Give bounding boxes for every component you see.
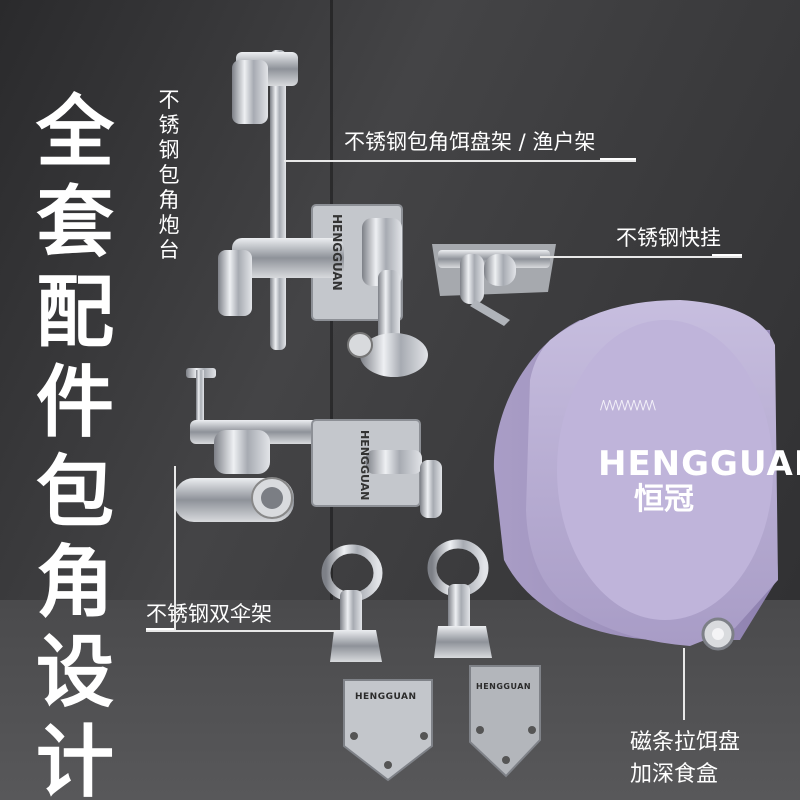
label-bait-box-line2: 加深食盒 bbox=[630, 762, 719, 787]
bait-box-zigzag-mark: /\/\/\/\/\/\/\/\/\ bbox=[600, 398, 656, 412]
umbrella-rack-right bbox=[427, 539, 541, 778]
wall-corner-edge bbox=[330, 0, 333, 800]
label-bait-tray-rack: 不锈钢包角饵盘架 / 渔户架 bbox=[344, 130, 596, 154]
bait-box-brand-name-cn: 恒冠 bbox=[634, 482, 694, 517]
bait-box-product bbox=[493, 300, 778, 651]
bait-box-brand-name: HENGGUAN bbox=[598, 444, 800, 484]
tiller-holder-product bbox=[218, 50, 428, 377]
label-umbrella-rack: 不锈钢双伞架 bbox=[146, 602, 272, 626]
callout-line-bait-box bbox=[683, 648, 685, 720]
tiller-holder-brand-mark: HENGGUAN bbox=[330, 214, 344, 291]
callout-line-bait-tray-rack-h bbox=[284, 160, 636, 162]
umbrella-rack-right-brand-mark: HENGGUAN bbox=[476, 682, 532, 691]
bait-tray-brand-mark: HENGGUAN bbox=[358, 430, 371, 501]
bait-tray-rack-product bbox=[174, 368, 442, 522]
quick-hook-product bbox=[432, 244, 556, 326]
label-bait-box-line1: 磁条拉饵盘 bbox=[630, 730, 741, 755]
callout-line-umbrella-rack-h bbox=[146, 630, 336, 632]
umbrella-rack-left bbox=[321, 544, 433, 782]
label-quick-hook: 不锈钢快挂 bbox=[616, 226, 721, 250]
callout-line-umbrella-rack-v bbox=[174, 466, 176, 630]
callout-line-quick-hook bbox=[540, 256, 742, 258]
label-tiller-holder: 不锈钢包角炮台 bbox=[158, 88, 180, 262]
headline: 全套配件包角设计 bbox=[35, 88, 114, 800]
umbrella-rack-left-brand-mark: HENGGUAN bbox=[355, 692, 417, 702]
